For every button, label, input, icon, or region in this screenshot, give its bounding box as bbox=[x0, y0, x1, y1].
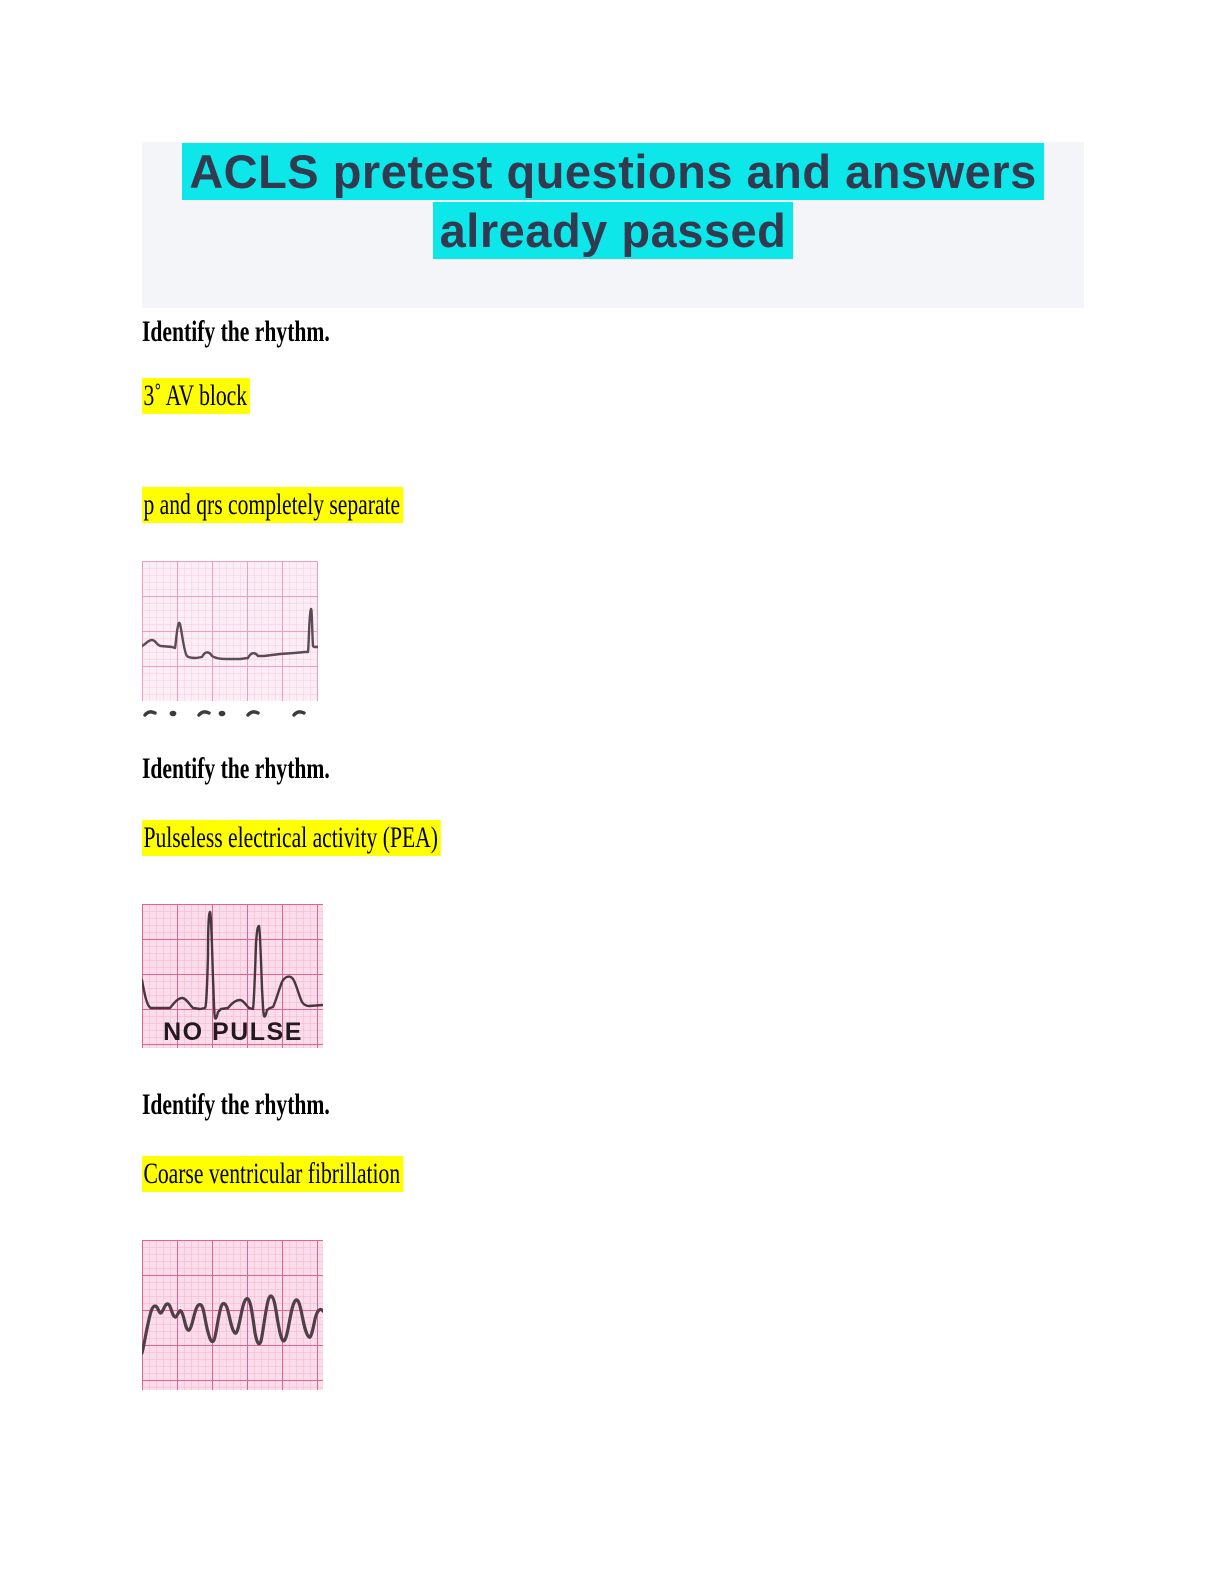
answer-text: Coarse ventricular fibrillation bbox=[142, 1156, 820, 1192]
ecg-strip-av-block bbox=[142, 561, 318, 701]
ecg-waveform bbox=[142, 607, 318, 661]
ecg-strip-no-pulse-image: NO PULSE bbox=[142, 904, 1084, 1048]
answer-text: Pulseless electrical activity (PEA) bbox=[142, 820, 820, 856]
answer-highlight: p and qrs completely separate bbox=[142, 487, 404, 523]
ecg-waveform bbox=[142, 910, 323, 1020]
ecg-strip-coarse-vf-image bbox=[142, 1240, 1084, 1390]
answer-highlight: 3˚ AV block bbox=[142, 378, 250, 414]
no-pulse-label: NO PULSE bbox=[163, 1018, 303, 1046]
answer-text: 3˚ AV block bbox=[142, 378, 820, 414]
ecg-strip-no-pulse: NO PULSE bbox=[142, 904, 323, 1048]
question-text: Identify the rhythm. bbox=[142, 315, 330, 348]
ecg-strip-coarse-vf bbox=[142, 1240, 323, 1390]
answer-highlight: Pulseless electrical activity (PEA) bbox=[142, 820, 441, 856]
question-text: Identify the rhythm. bbox=[142, 752, 330, 785]
ecg-strip-av-block-image bbox=[142, 561, 1084, 721]
question-text: Identify the rhythm. bbox=[142, 1088, 330, 1121]
cropped-text-marks bbox=[143, 710, 306, 717]
answer-highlight: Coarse ventricular fibrillation bbox=[142, 1156, 404, 1192]
title-line-1: ACLS pretest questions and answers bbox=[182, 143, 1044, 200]
ecg-waveform bbox=[142, 1294, 323, 1355]
title-line-2: already passed bbox=[432, 202, 794, 259]
answer-text: p and qrs completely separate bbox=[142, 487, 820, 523]
